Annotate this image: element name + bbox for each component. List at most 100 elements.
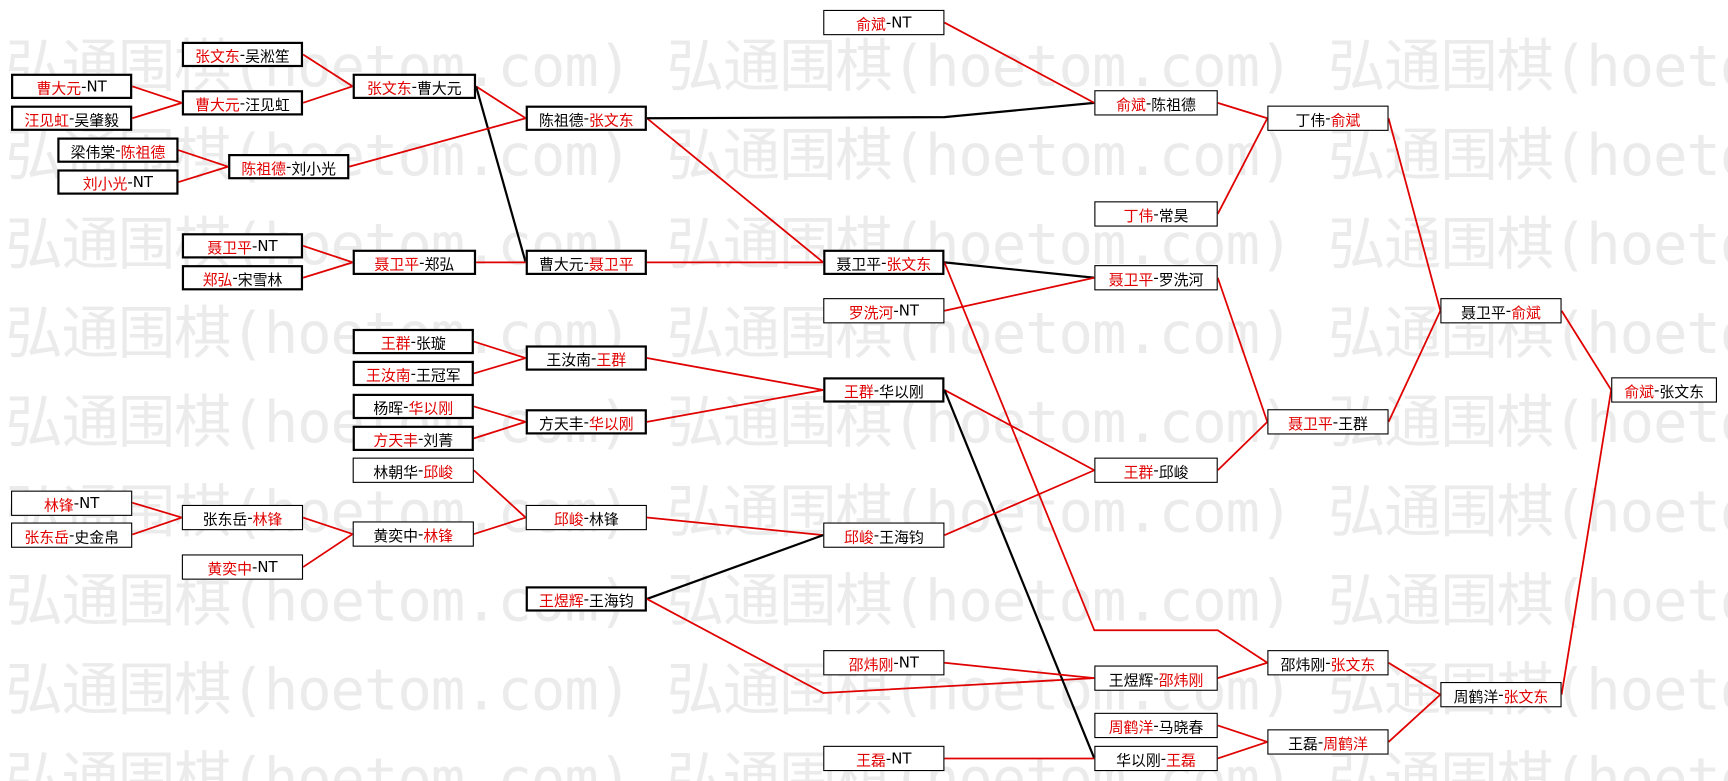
match-box-34: 王磊-NT — [823, 745, 945, 772]
match-box-43: 聂卫平-王群 — [1267, 409, 1389, 435]
winner-connector-line — [302, 53, 354, 88]
match-separator: - — [286, 157, 292, 176]
match-box-22: 陈祖德-张文东 — [525, 105, 647, 131]
match-separator: - — [410, 364, 416, 383]
match-box-20: 林朝华-邱峻 — [352, 457, 474, 483]
match-box-14: 张文东-曹大元 — [352, 73, 477, 99]
match-box-36: 丁伟-常昊 — [1094, 201, 1218, 227]
player-2-name: 王海钧 — [879, 528, 924, 547]
player-2-name: 吴淞笙 — [245, 47, 290, 66]
match-box-24: 王汝南-王群 — [525, 345, 647, 371]
match-separator: - — [411, 77, 418, 96]
match-separator: - — [885, 13, 892, 32]
player-1-name: 方天丰 — [373, 431, 419, 450]
player-2-name: 张文东 — [1503, 688, 1549, 706]
player-1-name: 林锋 — [43, 496, 74, 515]
match-separator: - — [403, 397, 409, 416]
match-separator: - — [68, 109, 75, 128]
match-box-44: 邵炜刚-张文东 — [1267, 650, 1389, 676]
winner-connector-line — [1217, 421, 1268, 471]
player-2-name: NT — [891, 13, 912, 32]
player-1-name: 聂卫平 — [1288, 415, 1333, 433]
winner-connector-line — [646, 357, 824, 391]
player-1-name: 张东岳 — [24, 528, 69, 547]
player-1-name: 邵炜刚 — [848, 656, 894, 674]
match-separator: - — [583, 590, 589, 608]
player-2-name: NT — [79, 494, 100, 513]
player-2-name: 陈祖德 — [120, 143, 166, 162]
match-separator: - — [1653, 381, 1660, 399]
match-box-32: 邱峻-王海钧 — [823, 522, 945, 548]
player-1-name: 陈祖德 — [241, 160, 287, 178]
loser-connector-line — [646, 534, 824, 600]
winner-connector-line — [1217, 741, 1268, 760]
winner-connector-line — [944, 661, 1095, 680]
player-1-name: 罗洗河 — [848, 304, 894, 322]
player-2-name: NT — [257, 558, 278, 576]
winner-connector-line — [646, 389, 824, 423]
winner-connector-line — [1388, 662, 1441, 696]
match-separator: - — [1153, 205, 1159, 223]
player-2-name: 林锋 — [588, 510, 619, 529]
match-separator: - — [1153, 669, 1159, 687]
winner-connector-line — [473, 516, 526, 535]
match-separator: - — [583, 508, 589, 527]
winner-connector-line — [1217, 661, 1268, 679]
winner-connector-line — [1217, 724, 1268, 743]
player-1-name: 张东岳 — [202, 510, 248, 529]
match-box-7: 张文东-吴淞笙 — [181, 41, 304, 68]
player-2-name: 华以刚 — [879, 383, 924, 401]
match-separator: - — [1332, 413, 1339, 431]
match-separator: - — [1153, 268, 1159, 287]
match-box-21: 黄奕中-林锋 — [352, 521, 474, 547]
player-2-name: 罗洗河 — [1158, 271, 1204, 289]
player-2-name: 宋雪林 — [237, 271, 283, 289]
winner-connector-line — [1217, 102, 1268, 120]
match-separator: - — [81, 77, 87, 96]
match-box-1: 曹大元-NT — [11, 73, 133, 99]
match-box-46: 聂卫平-俞斌 — [1440, 298, 1562, 324]
player-2-name: 史金帛 — [74, 528, 119, 547]
winner-connector-line — [473, 357, 526, 375]
winner-connector-line — [1560, 389, 1613, 695]
player-2-name: 林锋 — [423, 527, 454, 546]
player-2-name: NT — [898, 301, 919, 320]
match-separator: - — [873, 381, 880, 399]
player-1-name: 华以刚 — [1116, 751, 1161, 770]
winner-connector-line — [1387, 118, 1442, 311]
match-separator: - — [251, 558, 258, 576]
player-1-name: 曹大元 — [36, 79, 82, 98]
player-1-name: 陈祖德 — [538, 111, 584, 130]
match-separator: - — [1325, 653, 1331, 672]
player-2-name: 王冠军 — [415, 366, 461, 385]
player-2-name: 马晓春 — [1158, 718, 1204, 737]
match-box-25: 方天丰-华以刚 — [525, 409, 647, 435]
match-separator: - — [893, 301, 899, 320]
winner-connector-line — [944, 276, 1095, 312]
match-box-9: 陈祖德-刘小光 — [228, 154, 350, 180]
match-box-4: 刘小光-NT — [57, 169, 179, 195]
match-separator: - — [583, 253, 589, 272]
match-box-2: 汪见虹-吴肇毅 — [11, 105, 133, 131]
match-box-3: 梁伟棠-陈祖德 — [57, 137, 179, 163]
match-box-48: 俞斌-张文东 — [1611, 377, 1717, 403]
player-1-name: 俞斌 — [1116, 96, 1146, 114]
winner-connector-line — [302, 245, 353, 264]
player-2-name: 汪见虹 — [245, 96, 290, 114]
match-box-17: 王汝南-王冠军 — [352, 360, 474, 387]
player-1-name: 林朝华 — [373, 463, 419, 482]
player-1-name: 王煜辉 — [1108, 671, 1154, 690]
player-1-name: 王汝南 — [365, 366, 411, 385]
winner-connector-line — [131, 102, 183, 120]
winner-connector-line — [646, 516, 824, 537]
match-box-11: 郑弘-宋雪林 — [181, 265, 304, 291]
player-1-name: 曹大元 — [538, 255, 584, 274]
match-box-12: 张东岳-林锋 — [181, 504, 304, 531]
winner-connector-line — [944, 389, 1095, 472]
match-box-6: 张东岳-史金帛 — [11, 522, 133, 548]
player-2-name: NT — [257, 237, 278, 255]
winner-connector-line — [473, 340, 526, 359]
player-2-name: NT — [898, 653, 919, 672]
match-box-29: 聂卫平-张文东 — [823, 249, 945, 275]
player-1-name: 梁伟棠 — [70, 143, 116, 162]
